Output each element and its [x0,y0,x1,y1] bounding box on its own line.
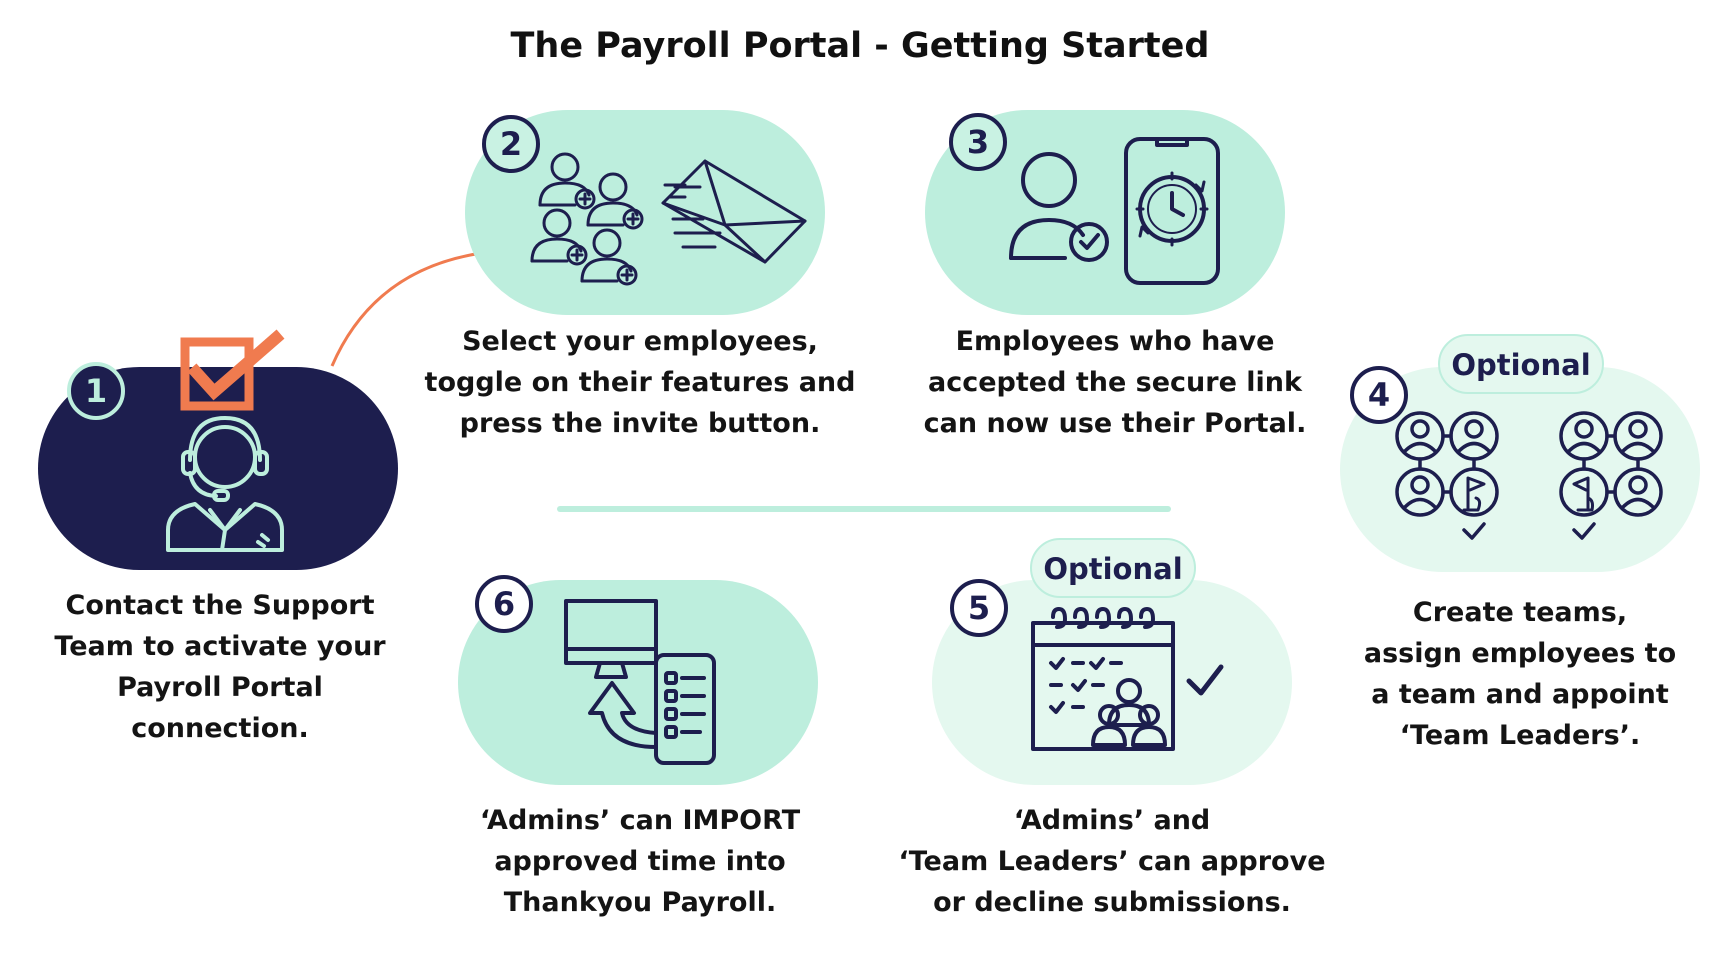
step-2-caption: Select your employees, toggle on their f… [424,326,856,439]
page-title: The Payroll Portal - Getting Started [510,26,1210,66]
import-monitor-phone-icon [564,599,716,765]
support-agent-icon [166,329,285,552]
step-1-caption: Contact the Support Team to activate you… [54,590,386,744]
step-3-number: 3 [949,113,1007,171]
step-5-number: 5 [950,579,1008,637]
team-groups-icon [1395,411,1663,540]
step-1-number: 1 [67,362,125,420]
step-5-caption: ‘Admins’ and ‘Team Leaders’ can approve … [898,805,1326,918]
section-divider [557,506,1171,512]
step-4-optional-badge: Optional [1438,334,1604,394]
step-4-number: 4 [1350,366,1408,424]
step-3-caption: Employees who have accepted the secure l… [923,326,1307,439]
add-users-and-envelope-icon [530,152,807,286]
step-5-optional-badge: Optional [1030,538,1196,598]
verified-user-and-phone-clock-icon [1009,137,1220,285]
step-6-number: 6 [475,575,533,633]
step-2-number: 2 [482,115,540,173]
step-4-caption: Create teams, assign employees to a team… [1363,597,1677,751]
calendar-approval-icon [1031,607,1224,751]
step-6-caption: ‘Admins’ can IMPORT approved time into T… [479,805,801,918]
